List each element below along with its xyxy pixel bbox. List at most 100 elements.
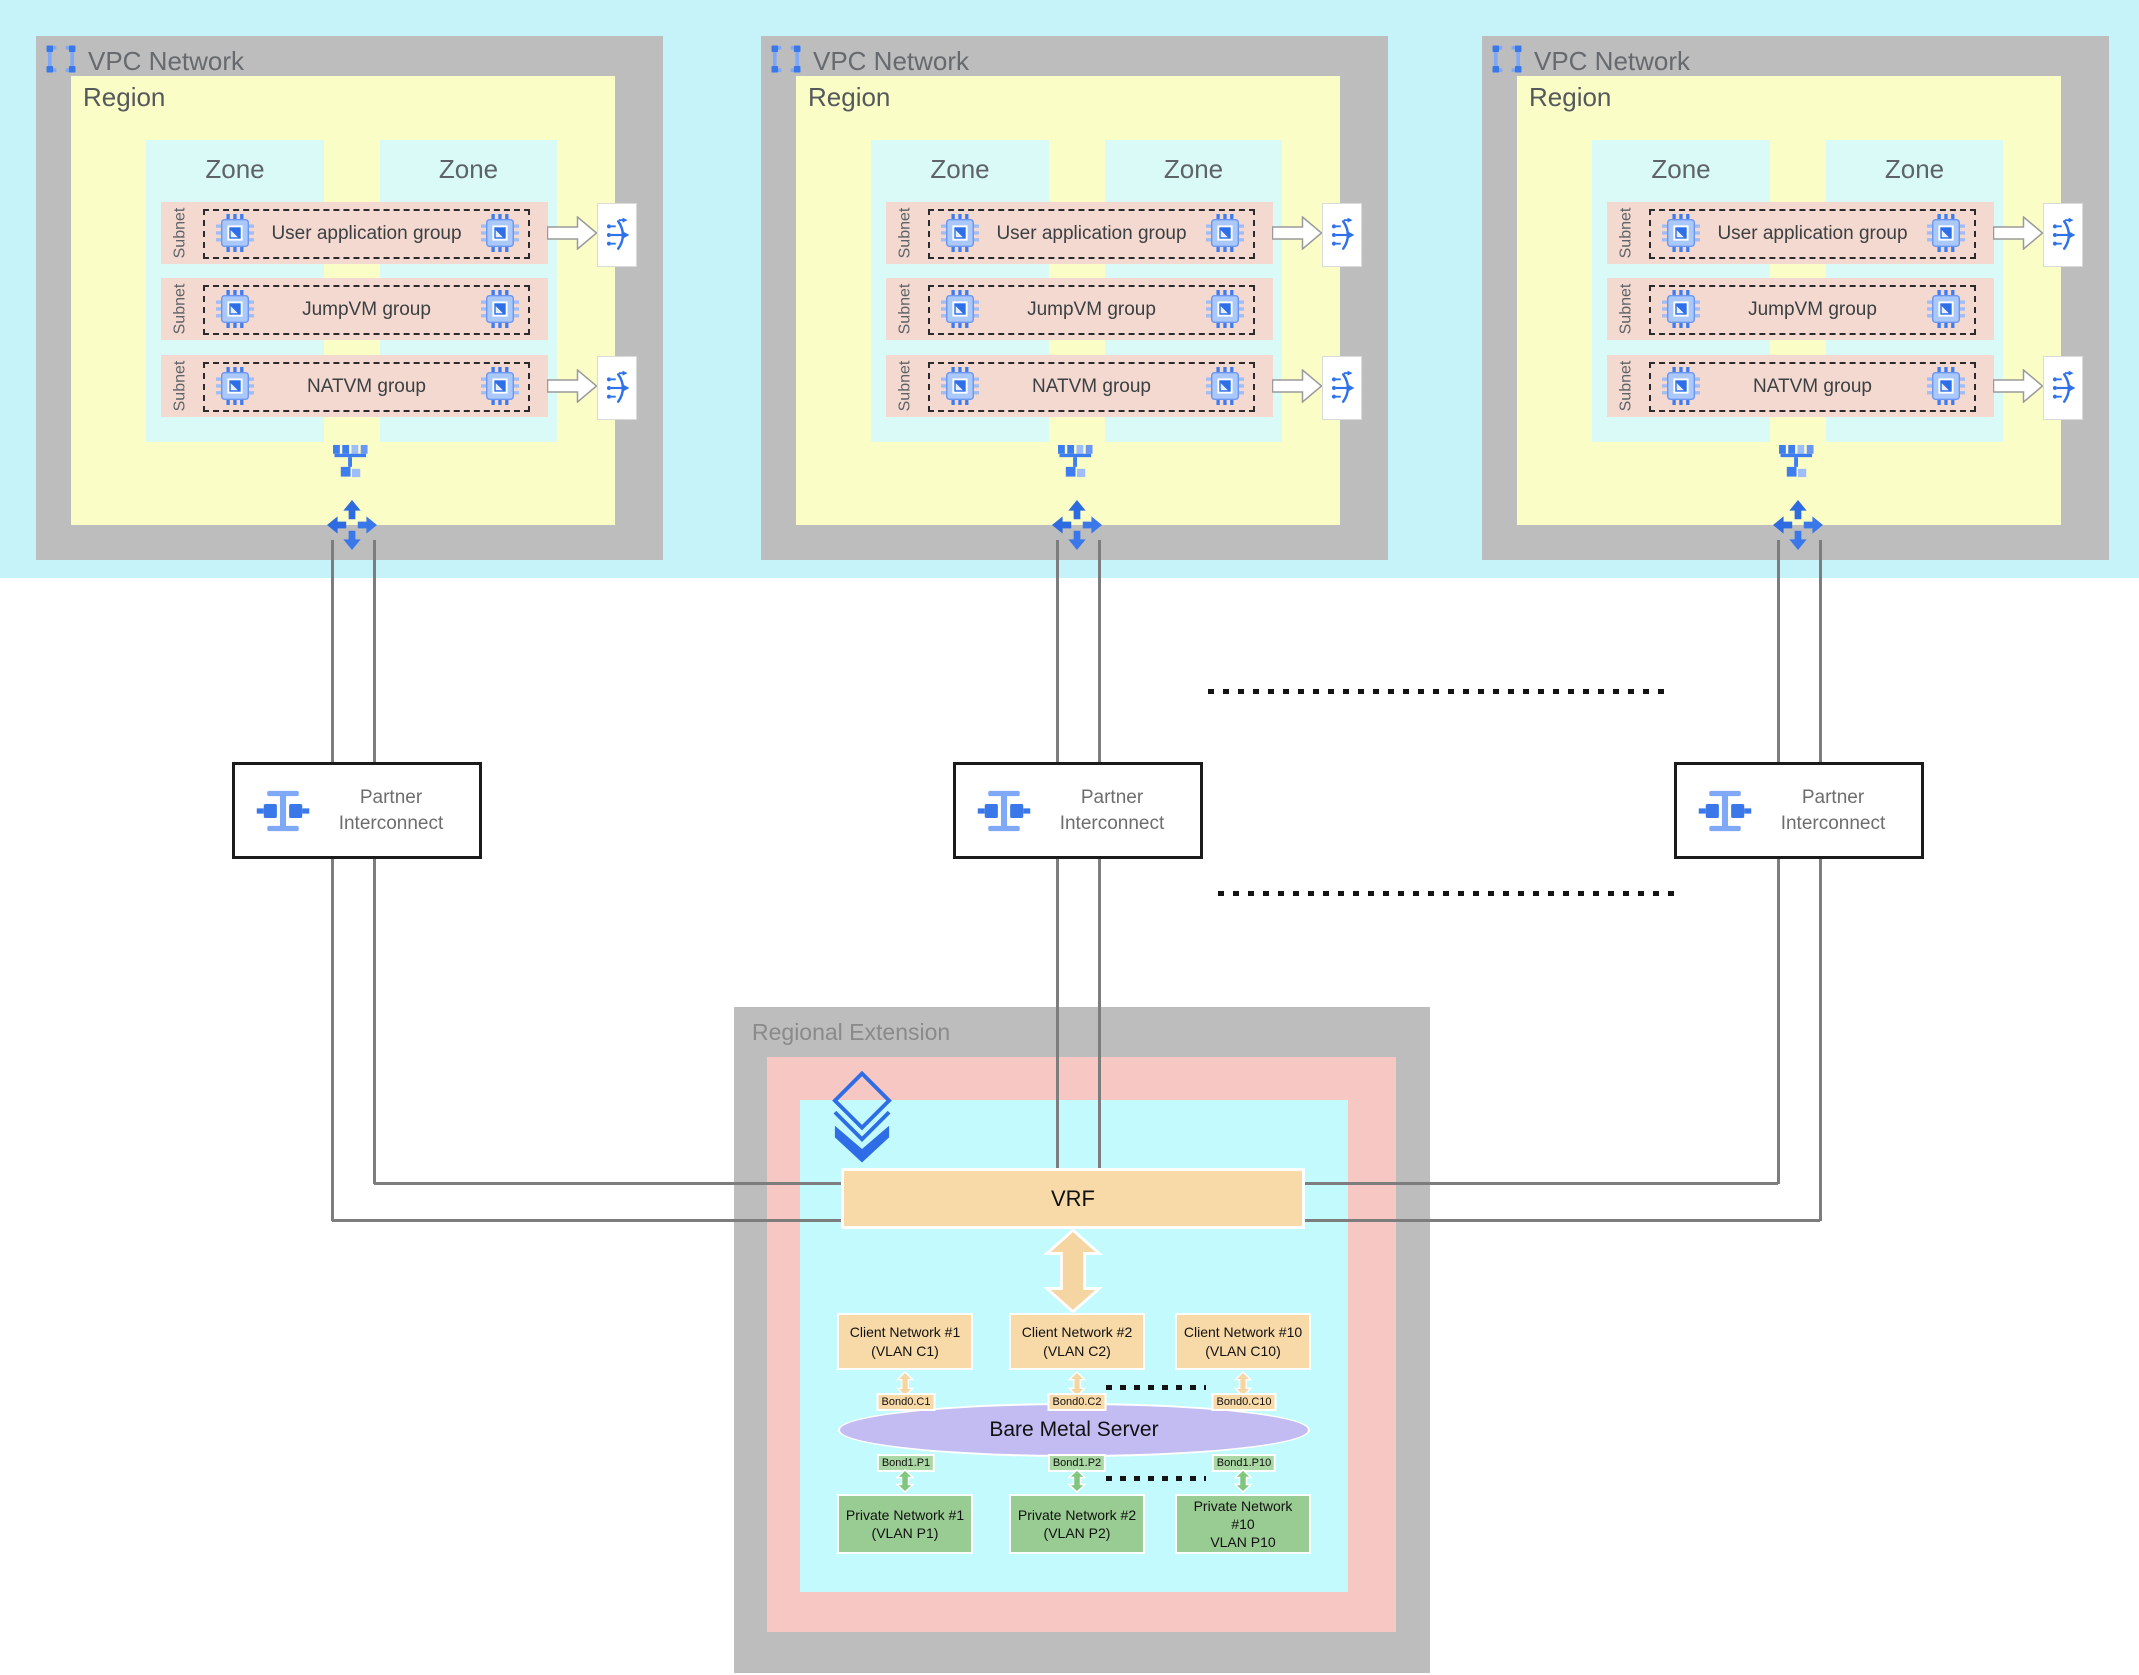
subnet-tree-icon — [333, 445, 370, 480]
vm-chip-icon — [1662, 290, 1700, 328]
four-way-arrows-icon — [1773, 500, 1823, 550]
arrow-to-lb-icon — [1272, 216, 1323, 250]
connector-line — [372, 540, 376, 1184]
vm-chip-icon — [1662, 367, 1700, 405]
region-label: Region — [1529, 82, 1612, 112]
load-balancer-icon — [1329, 212, 1355, 258]
vm-chip-icon — [216, 290, 254, 328]
arrow-to-lb-icon — [547, 369, 598, 403]
arrow-to-lb-icon — [1272, 369, 1323, 403]
vm-chip-icon — [941, 290, 979, 328]
vrf-box: VRF — [841, 1168, 1305, 1229]
vm-chip-icon — [1927, 290, 1965, 328]
vpc-network-block-1: VPC Network Region Zone Zone Subnet User… — [36, 36, 663, 560]
vm-chip-icon — [481, 214, 519, 252]
subnet-tree-icon — [1058, 445, 1095, 480]
private-bond-arrow — [1068, 1469, 1086, 1493]
partner-interconnect-icon — [1697, 789, 1753, 833]
instance-group-box: NATVM group — [928, 362, 1255, 412]
vpc-network-title: VPC Network — [88, 46, 245, 76]
load-balancer-box — [1322, 356, 1362, 420]
subnet-tree-icon — [1779, 445, 1816, 480]
instance-group-label: JumpVM group — [1027, 299, 1156, 320]
arrow-to-lb-icon — [1993, 369, 2044, 403]
partner-interconnect-label: Partner Interconnect — [1059, 786, 1165, 834]
vm-chip-icon — [481, 290, 519, 328]
partner-interconnect-box: Partner Interconnect — [232, 762, 482, 859]
zone-label: Zone — [1884, 154, 1945, 184]
zone-label: Zone — [438, 154, 499, 184]
four-way-arrows-icon — [327, 500, 377, 550]
vm-chip-icon — [1206, 367, 1244, 405]
subnet-label: Subnet — [896, 207, 913, 259]
subnet-label: Subnet — [171, 283, 188, 335]
region-label: Region — [83, 82, 166, 112]
connector-line — [332, 1218, 842, 1222]
regional-extension-title: Regional Extension — [752, 1019, 951, 1045]
vm-chip-icon — [941, 214, 979, 252]
connector-line — [330, 540, 334, 1221]
partner-interconnect-icon — [976, 789, 1032, 833]
instance-group-label: NATVM group — [1753, 376, 1872, 397]
ellipsis-dotted-line — [1106, 1476, 1206, 1481]
vm-chip-icon — [1927, 214, 1965, 252]
stacked-diamonds-icon — [832, 1070, 892, 1166]
vm-chip-icon — [1927, 367, 1965, 405]
subnet-label: Subnet — [896, 283, 913, 335]
vm-chip-icon — [1206, 214, 1244, 252]
instance-group-label: NATVM group — [307, 376, 426, 397]
vrf-double-arrow — [1039, 1228, 1107, 1314]
subnet-label: Subnet — [171, 360, 188, 412]
zone-label: Zone — [1163, 154, 1224, 184]
ellipsis-dotted-line — [1218, 891, 1674, 896]
vpc-network-icon — [46, 45, 76, 73]
zone-label: Zone — [930, 154, 990, 184]
bond-interface-label: Bond0.C10 — [1211, 1393, 1277, 1411]
load-balancer-box — [2043, 356, 2083, 420]
subnet-row: Subnet JumpVM group — [886, 278, 1273, 340]
partner-interconnect-box: Partner Interconnect — [1674, 762, 1924, 859]
subnet-label: Subnet — [896, 360, 913, 412]
client-network-box: Client Network #1 (VLAN C1) — [837, 1313, 973, 1370]
subnet-label: Subnet — [1617, 207, 1634, 259]
instance-group-box: User application group — [928, 209, 1255, 259]
connector-line — [1776, 540, 1780, 1184]
vpc-network-block-3: VPC Network Region Zone Zone Subnet User… — [1482, 36, 2109, 560]
instance-group-label: JumpVM group — [302, 299, 431, 320]
region-label: Region — [808, 82, 891, 112]
instance-group-label: JumpVM group — [1748, 299, 1877, 320]
partner-interconnect-box: Partner Interconnect — [953, 762, 1203, 859]
connector-line — [374, 1181, 842, 1185]
private-network-box: Private Network #2 (VLAN P2) — [1009, 1494, 1145, 1554]
load-balancer-icon — [604, 212, 630, 258]
vpc-network-title: VPC Network — [813, 46, 970, 76]
vpc-network-block-2: VPC Network Region Zone Zone Subnet User… — [761, 36, 1388, 560]
subnet-row: Subnet User application group — [161, 202, 548, 264]
subnet-label: Subnet — [171, 207, 188, 259]
vm-chip-icon — [941, 367, 979, 405]
bond-interface-label: Bond0.C2 — [1047, 1393, 1107, 1411]
private-network-box: Private Network #10 VLAN P10 — [1175, 1494, 1311, 1554]
load-balancer-icon — [2050, 212, 2076, 258]
four-way-arrows-icon — [1052, 500, 1102, 550]
instance-group-label: User application group — [271, 223, 462, 244]
zone-label: Zone — [1651, 154, 1711, 184]
vpc-network-title: VPC Network — [1534, 46, 1691, 76]
partner-interconnect-label: Partner Interconnect — [338, 786, 444, 834]
subnet-label: Subnet — [1617, 360, 1634, 412]
arrow-to-lb-icon — [547, 216, 598, 250]
bond-interface-label: Bond0.C1 — [876, 1393, 936, 1411]
subnet-row: Subnet NATVM group — [886, 355, 1273, 417]
connector-line — [1818, 540, 1822, 1221]
load-balancer-icon — [2050, 365, 2076, 411]
connector-line — [1304, 1218, 1820, 1222]
subnet-row: Subnet NATVM group — [1607, 355, 1994, 417]
load-balancer-box — [2043, 203, 2083, 267]
instance-group-label: User application group — [1717, 223, 1908, 244]
vm-chip-icon — [481, 367, 519, 405]
load-balancer-box — [597, 356, 637, 420]
vm-chip-icon — [1206, 290, 1244, 328]
vm-chip-icon — [216, 214, 254, 252]
private-bond-arrow — [896, 1469, 914, 1493]
